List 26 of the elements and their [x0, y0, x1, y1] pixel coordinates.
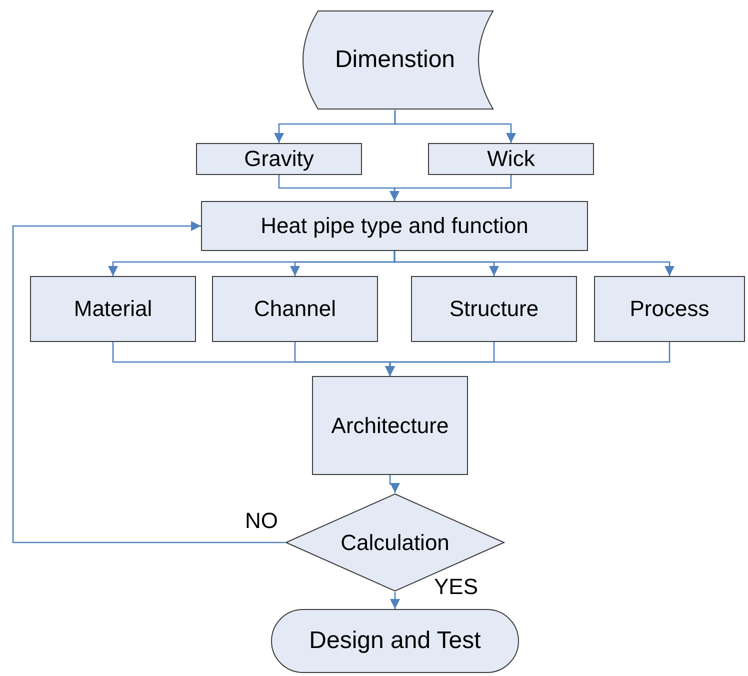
process-box — [594, 276, 745, 342]
node-label: Heat pipe type and function — [260, 212, 528, 240]
connector-arrow — [389, 475, 400, 493]
connector-arrow — [385, 342, 670, 376]
node-label: Architecture — [331, 412, 449, 440]
node-label: Process — [630, 295, 710, 323]
node-label: Channel — [254, 295, 336, 323]
process-box — [411, 276, 577, 342]
connector-arrow — [394, 251, 674, 276]
process-box — [312, 376, 468, 475]
node-label: Material — [74, 295, 152, 323]
process-box — [201, 201, 588, 251]
node-label: Calculation — [340, 528, 450, 556]
process-box — [196, 143, 362, 175]
process-box — [30, 276, 196, 342]
connector-arrow — [390, 175, 512, 201]
process-box — [428, 143, 594, 175]
connector-arrow — [12, 221, 285, 544]
connector-arrow — [390, 592, 400, 609]
node-label: Gravity — [244, 145, 314, 173]
connector-arrow — [394, 110, 516, 143]
node-label: Design and Test — [309, 626, 481, 656]
node-label: Wick — [487, 145, 535, 173]
process-box — [212, 276, 378, 342]
node-label: Dimenstion — [334, 45, 456, 75]
node-label: Structure — [449, 295, 539, 323]
